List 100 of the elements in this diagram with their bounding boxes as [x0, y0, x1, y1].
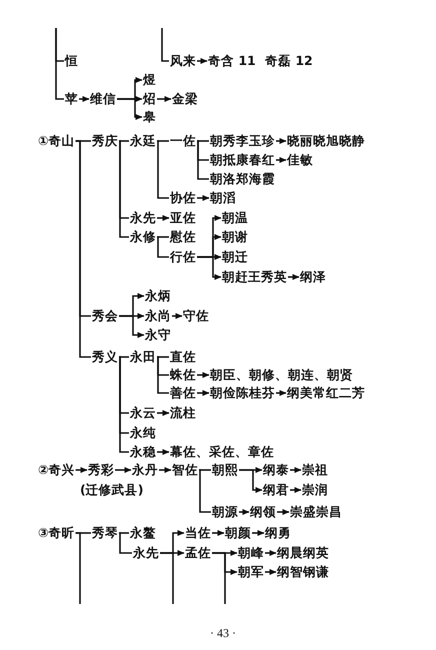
person-name: 朝颜	[225, 526, 251, 540]
person-name: 智佐	[172, 463, 198, 477]
arrow	[197, 195, 210, 201]
page-number: · 43 ·	[210, 626, 236, 640]
person-name: 炤	[143, 92, 156, 106]
person-name: 永守	[145, 328, 171, 342]
arrow	[290, 467, 302, 473]
arrow	[117, 98, 142, 120]
person-name: 秀义	[92, 350, 118, 364]
person-name: 永廷	[130, 134, 156, 148]
person-name: 纲美常红二芳	[287, 386, 365, 400]
person-name: 煜	[143, 73, 156, 87]
connector-line	[119, 532, 129, 534]
person-name: 晓丽晓旭晓静	[287, 134, 365, 148]
person-name: 蛛佐	[170, 368, 196, 382]
person-name: 秀琴	[92, 526, 118, 540]
person-name: 朝洛郑海霞	[210, 172, 275, 186]
person-name: 永云	[130, 406, 156, 420]
person-name: 纲晨纲英	[277, 546, 329, 560]
person-name: 苹	[65, 92, 78, 106]
arrow	[115, 467, 132, 473]
connector-line	[160, 552, 174, 604]
person-name: 崇祖	[302, 463, 328, 477]
person-name: 恒	[65, 54, 78, 68]
person-name: 永鳌	[130, 526, 156, 540]
person-name: 秀会	[92, 309, 118, 323]
connector-line	[161, 28, 169, 62]
arrow	[276, 390, 286, 396]
arrow	[276, 157, 286, 163]
person-name: 永炳	[145, 289, 171, 303]
arrow	[277, 509, 290, 515]
connector-line	[212, 552, 226, 604]
connector-line	[197, 140, 209, 142]
arrow	[252, 530, 264, 536]
person-name: 秀彩	[88, 463, 114, 477]
person-name: 朝熙	[212, 463, 238, 477]
person-name: 皋	[143, 110, 156, 124]
arrow	[265, 569, 276, 575]
person-name: 纲泽	[300, 270, 326, 284]
person-name: 金梁	[172, 92, 198, 106]
arrow	[288, 274, 300, 280]
arrow	[239, 509, 250, 515]
person-name: 朝温	[222, 211, 248, 225]
person-name: 朝迁	[222, 250, 248, 264]
person-name: 朝峰	[238, 546, 264, 560]
person-name: 纲君	[263, 483, 289, 497]
person-name: 纲领	[250, 505, 276, 519]
arrow	[157, 449, 170, 455]
arrow	[157, 215, 170, 221]
person-name: ①奇山	[38, 134, 75, 148]
person-name: 奇磊 12	[265, 54, 313, 68]
person-name: 直佐	[170, 350, 196, 364]
connector-line	[199, 469, 211, 471]
arrow	[119, 315, 144, 338]
connector-line	[156, 140, 169, 199]
person-name: 风来	[170, 54, 196, 68]
person-name: 朝赶王秀英	[222, 270, 287, 284]
person-name: 朝滔	[210, 191, 236, 205]
connector-line	[118, 532, 132, 554]
arrow	[157, 96, 172, 102]
arrow	[239, 469, 262, 493]
person-name: 永纯	[130, 426, 156, 440]
person-name: ②奇兴	[38, 463, 75, 477]
person-name: 永田	[130, 350, 156, 364]
arrow	[76, 467, 88, 473]
connector-line	[55, 28, 64, 100]
arrow	[159, 467, 172, 473]
person-name: 朝源	[212, 505, 238, 519]
person-name: 协佐	[170, 191, 196, 205]
connector-line	[119, 356, 129, 358]
person-name: 当佐	[185, 526, 211, 540]
arrow	[290, 487, 302, 493]
person-name: 朝臣、朝修、朝连、朝贤	[210, 368, 353, 382]
person-name: 永尚	[145, 309, 171, 323]
person-name: 永稳	[130, 445, 156, 459]
person-name: 纲泰	[263, 463, 289, 477]
arrow	[276, 138, 286, 144]
person-name: 朝俭陈桂芬	[210, 386, 275, 400]
person-name: 朝军	[238, 565, 264, 579]
person-name: 永先	[130, 211, 156, 225]
connector-line	[156, 236, 169, 258]
person-name: 奇含 11	[208, 54, 256, 68]
person-name: 崇润	[302, 483, 328, 497]
connector-line	[76, 140, 91, 358]
connector-line	[198, 469, 211, 513]
person-name: 朝抵康春红	[210, 153, 275, 167]
person-name: 朝秀李玉珍	[210, 134, 275, 148]
arrow	[79, 96, 90, 102]
connector-line	[157, 356, 169, 358]
person-name: 幕佐、采佐、章佐	[170, 445, 274, 459]
connector-line	[118, 356, 129, 453]
arrow	[197, 372, 210, 378]
person-name: 纲勇	[265, 526, 291, 540]
person-name: 慰佐	[170, 230, 196, 244]
person-name: ③奇昕	[38, 526, 75, 540]
person-name: 流柱	[170, 406, 196, 420]
person-name: 永先	[133, 546, 159, 560]
connector-line	[76, 532, 81, 604]
arrow	[197, 390, 210, 396]
person-name: 永修	[130, 230, 156, 244]
